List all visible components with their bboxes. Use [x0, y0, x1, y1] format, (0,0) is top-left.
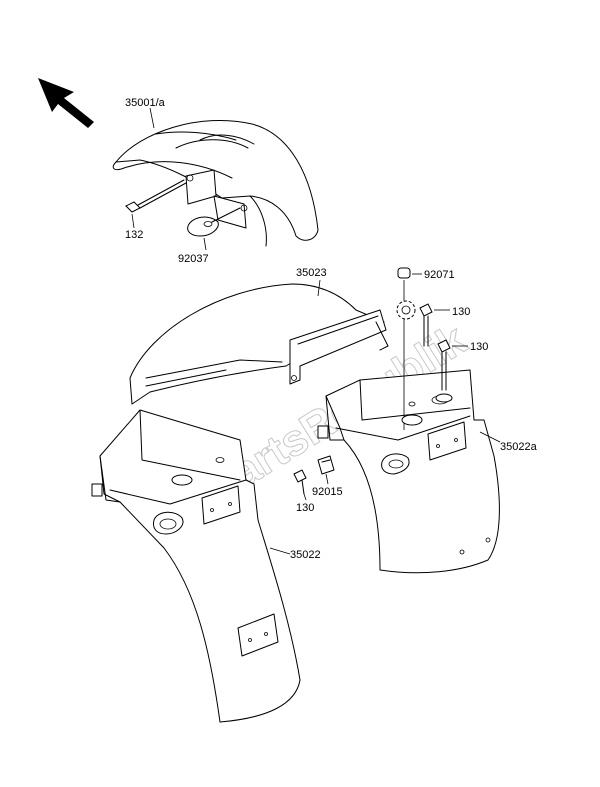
nut-92037[interactable]	[187, 207, 241, 237]
label-cap-92071: 92071	[424, 269, 455, 281]
bolt-130-upper[interactable]	[419, 303, 433, 347]
clip-92015[interactable]	[317, 455, 335, 475]
direction-arrow-icon	[38, 78, 94, 128]
bolt-130-middle[interactable]	[435, 339, 453, 403]
label-rear-fender-left: 35022	[290, 549, 321, 561]
label-nut-92037: 92037	[178, 253, 209, 265]
label-bolt-130-upper: 130	[452, 306, 470, 318]
label-bolt-132: 132	[125, 229, 143, 241]
bolt-132[interactable]	[125, 179, 187, 213]
label-rear-fender-right: 35022a	[500, 441, 538, 453]
inner-fender-35023[interactable]	[129, 283, 389, 405]
label-bolt-130-middle: 130	[470, 341, 488, 353]
washer-gear-icon[interactable]	[396, 300, 416, 320]
label-bolt-130-lower: 130	[296, 502, 314, 514]
label-front-fender: 35001/a	[125, 97, 166, 109]
front-fender[interactable]	[112, 120, 319, 247]
rear-fender-35022[interactable]	[91, 409, 301, 723]
label-clip-92015: 92015	[312, 486, 343, 498]
label-inner-fender: 35023	[296, 267, 327, 279]
bolt-130-lower[interactable]	[293, 469, 307, 495]
rear-fender-35022a[interactable]	[317, 369, 500, 574]
